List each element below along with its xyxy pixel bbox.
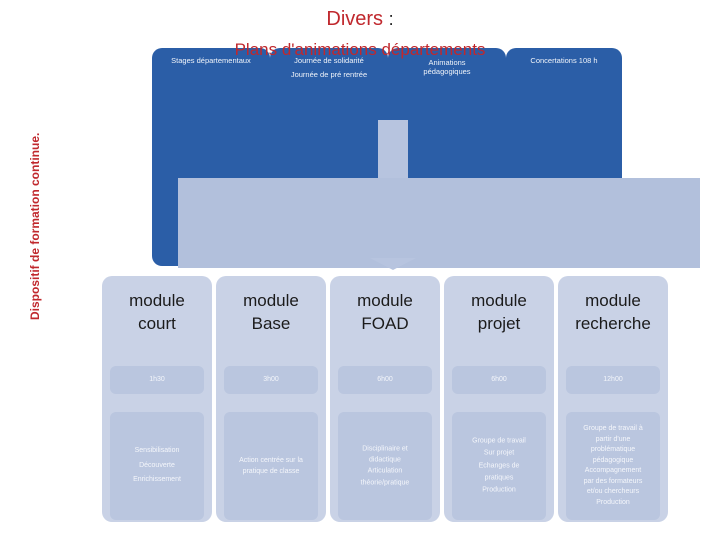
module-hours-box: 6h00 xyxy=(338,366,432,394)
arrow-head xyxy=(370,258,416,270)
module-desc-line: Articulation xyxy=(367,468,403,475)
module-hours: 1h30 xyxy=(149,376,165,383)
module-desc-line: et/ou chercheurs xyxy=(586,488,640,495)
module-desc-line: pratiques xyxy=(484,474,514,482)
module-desc-line: théorie/pratique xyxy=(360,479,410,487)
module-desc-box: Disciplinaire et didactique Articulation… xyxy=(338,412,432,520)
module-hours: 12h00 xyxy=(603,376,623,383)
page-title: Divers : xyxy=(326,8,394,30)
module-desc-line: Disciplinaire et xyxy=(362,445,408,453)
module-name: module xyxy=(243,291,299,310)
module-desc-line: Groupe de travail xyxy=(472,437,526,445)
module-hours-box: 6h00 xyxy=(452,366,546,394)
subtitle: Plans d'animations départements xyxy=(234,40,486,59)
module-desc-line: problématique xyxy=(590,446,636,453)
module-name: module xyxy=(357,291,413,310)
module-desc-line: par des formateurs xyxy=(583,477,643,485)
connector-band xyxy=(178,178,700,268)
top-box-label: Animations xyxy=(428,58,466,67)
module-name: module xyxy=(585,291,641,310)
module-court: module court 1h30 Sensibilisation Découve… xyxy=(102,276,212,522)
module-desc-line: Sensibilisation xyxy=(134,446,180,454)
module-hours: 6h00 xyxy=(377,376,393,383)
module-name: module xyxy=(471,291,527,310)
module-desc-box: Action centrée sur la pratique de classe xyxy=(224,412,318,520)
module-hours-box: 3h00 xyxy=(224,366,318,394)
module-name: module xyxy=(129,291,185,310)
module-desc-line: Découverte xyxy=(139,461,175,469)
module-name: court xyxy=(138,313,176,333)
module-desc-line: didactique xyxy=(369,456,401,464)
top-box-label: Journée de pré rentrée xyxy=(290,70,368,80)
module-hours: 6h00 xyxy=(491,376,507,383)
top-box-label: Concertations 108 h xyxy=(530,56,598,65)
module-desc-line: pédagogique xyxy=(592,456,634,464)
top-box-label: pédagogiques xyxy=(423,67,471,76)
top-box-label: Journée de solidarité xyxy=(294,56,364,65)
module-hours-box: 12h00 xyxy=(566,366,660,394)
module-name: Base xyxy=(251,313,291,333)
module-projet: module projet 6h00 Groupe de travail Sur … xyxy=(444,276,554,522)
module-desc-box: Groupe de travail à partir d'une problém… xyxy=(566,412,660,520)
module-recherche: module recherche 12h00 Groupe de travail … xyxy=(558,276,668,522)
top-box-label: Stages départementaux xyxy=(171,56,251,65)
module-desc-line: Production xyxy=(596,498,630,506)
module-hours: 3h00 xyxy=(263,376,279,383)
module-desc-line: Action centrée sur la xyxy=(239,456,303,464)
module-desc-box: Groupe de travail Sur projet Echanges de… xyxy=(452,412,546,520)
module-desc-box: Sensibilisation Découverte Enrichissemen… xyxy=(110,412,204,520)
module-desc-line: Production xyxy=(482,486,516,494)
module-name: projet xyxy=(477,313,521,333)
side-label: Dispositif de formation continue. xyxy=(28,132,42,320)
module-desc-line: partir d'une xyxy=(595,435,631,443)
module-desc-line: Echanges de xyxy=(478,461,520,469)
module-desc-line: pratique de classe xyxy=(242,468,300,475)
module-desc-line: Sur projet xyxy=(483,449,515,457)
module-name: FOAD xyxy=(361,313,409,333)
module-desc-line: Accompagnement xyxy=(584,467,642,474)
module-desc-line: Enrichissement xyxy=(133,476,181,484)
module-name: recherche xyxy=(575,313,651,333)
module-desc-line: Groupe de travail à xyxy=(583,425,643,432)
module-hours-box: 1h30 xyxy=(110,366,204,394)
